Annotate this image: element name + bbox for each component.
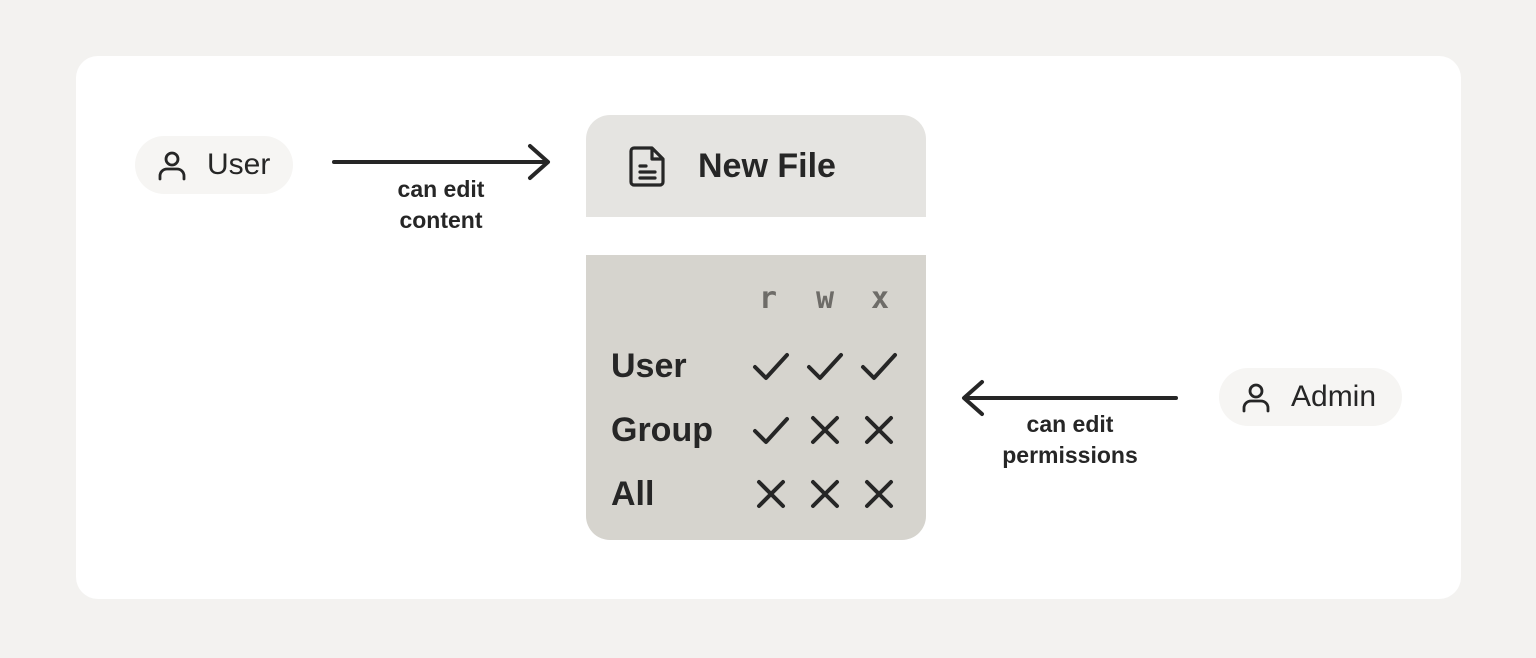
arrow-user-to-file [332, 144, 550, 180]
column-header-x: x [870, 281, 890, 316]
check-icon-group-r [753, 417, 789, 444]
file-header: New File [586, 115, 926, 217]
row-label-all: All [611, 475, 655, 513]
check-icon-user-w [807, 353, 843, 380]
admin-node: Admin [1219, 368, 1402, 426]
column-header-w: w [815, 281, 835, 316]
edge-label-permissions: can edit permissions [990, 409, 1150, 471]
cross-icon-group-x [865, 416, 893, 444]
edge-label-line: can edit [397, 176, 485, 202]
column-header-r: r [758, 281, 778, 316]
cross-icon-all-w [811, 480, 839, 508]
person-icon [1242, 383, 1270, 413]
cross-icon-group-w [811, 416, 839, 444]
edge-label-line: content [399, 207, 483, 233]
edge-label-line: can edit [1026, 411, 1114, 437]
check-icon-user-r [753, 353, 789, 380]
row-label-group: Group [611, 411, 713, 449]
edge-label-content: can edit content [370, 174, 512, 236]
permissions-table: r w x User Group All [586, 255, 926, 540]
row-label-user: User [611, 347, 687, 385]
admin-node-label: Admin [1291, 380, 1377, 413]
user-node: User [135, 136, 293, 194]
cross-icon-all-x [865, 480, 893, 508]
file-title: New File [698, 146, 836, 185]
document-icon [629, 146, 665, 187]
person-icon [158, 151, 186, 181]
edge-label-line: permissions [1002, 442, 1138, 468]
arrow-admin-to-permissions [962, 380, 1178, 416]
check-icon-user-x [861, 353, 897, 380]
user-node-label: User [207, 148, 271, 181]
cross-icon-all-r [757, 480, 785, 508]
